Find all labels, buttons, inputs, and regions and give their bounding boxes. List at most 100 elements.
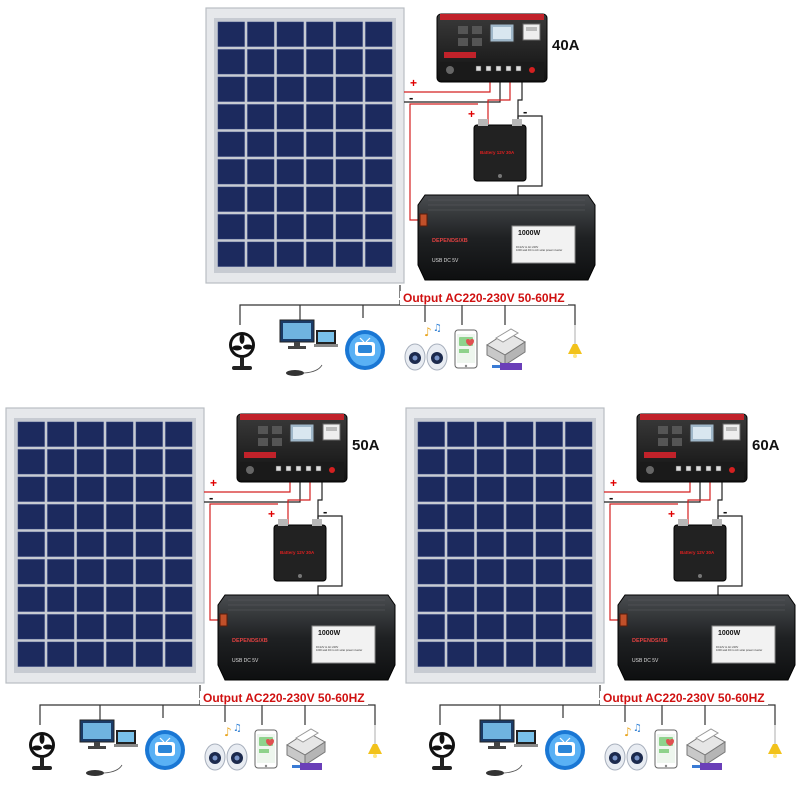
solar-cell xyxy=(335,186,363,212)
solar-cell xyxy=(47,559,75,585)
solar-cell xyxy=(17,559,45,585)
solar-cell xyxy=(135,476,163,502)
solar-cell xyxy=(417,504,445,530)
solar-cell xyxy=(247,131,275,157)
inverter-spec: DC12V to AC 220V 1000 watt DC to AC sola… xyxy=(316,646,362,652)
current-rating: 50A xyxy=(352,437,380,454)
solar-cell xyxy=(47,614,75,640)
solar-cell xyxy=(165,641,193,667)
solar-cell xyxy=(476,449,504,475)
solar-panel xyxy=(5,407,205,684)
solar-cell xyxy=(506,586,534,612)
solar-cell xyxy=(276,104,304,130)
battery-negative-label: - xyxy=(323,504,328,519)
solar-cell xyxy=(165,559,193,585)
svg-text:♫: ♫ xyxy=(633,723,642,734)
speaker-icon: ♪ ♫ xyxy=(204,723,248,771)
solar-cell xyxy=(535,476,563,502)
solar-cell xyxy=(506,476,534,502)
lamp-icon xyxy=(768,725,782,758)
inverter xyxy=(617,594,796,681)
solar-cell xyxy=(276,76,304,102)
solar-cell xyxy=(276,49,304,75)
solar-cell xyxy=(106,614,134,640)
tv-icon xyxy=(345,330,385,370)
solar-cell xyxy=(76,476,104,502)
inverter xyxy=(217,594,396,681)
solar-cell xyxy=(306,214,334,240)
solar-cell xyxy=(106,559,134,585)
solar-cell xyxy=(47,641,75,667)
inverter-brand: DEPENDS/XB xyxy=(632,638,668,644)
solar-cell xyxy=(476,476,504,502)
solar-cell xyxy=(217,186,245,212)
speaker-icon: ♪ ♫ xyxy=(604,723,648,771)
solar-cell xyxy=(447,476,475,502)
solar-cell xyxy=(165,504,193,530)
solar-cell xyxy=(165,531,193,557)
solar-cell xyxy=(535,559,563,585)
solar-cell xyxy=(365,104,393,130)
solar-cell xyxy=(506,641,534,667)
battery-positive-label: + xyxy=(268,507,276,521)
solar-cell xyxy=(217,21,245,47)
solar-cell xyxy=(447,449,475,475)
inverter-ports: USB DC 5V xyxy=(432,258,459,264)
solar-cell xyxy=(476,531,504,557)
inverter-spec: DC12V to AC 220V 1000 watt DC to AC sola… xyxy=(716,646,762,652)
panel-negative-label: - xyxy=(209,490,214,505)
inverter-spec: DC12V to AC 220V 1000 watt DC to AC sola… xyxy=(516,246,562,252)
solar-cell xyxy=(447,641,475,667)
solar-cell xyxy=(106,641,134,667)
computer-icon xyxy=(279,319,338,376)
solar-cell xyxy=(306,159,334,185)
battery-label: Battery 12V 30A xyxy=(280,550,315,555)
solar-cell xyxy=(276,131,304,157)
solar-cell xyxy=(135,421,163,447)
solar-cell xyxy=(447,531,475,557)
solar-cell xyxy=(535,421,563,447)
solar-cell xyxy=(106,531,134,557)
fan-icon xyxy=(429,732,455,770)
solar-cell xyxy=(306,186,334,212)
appliances: ♪ ♫ xyxy=(29,719,382,776)
solar-cell xyxy=(247,186,275,212)
printer-icon xyxy=(686,728,726,770)
inverter-power: 1000W xyxy=(518,230,541,237)
tv-icon xyxy=(145,730,185,770)
battery xyxy=(273,519,327,582)
solar-cell xyxy=(365,21,393,47)
solar-cell xyxy=(565,641,593,667)
computer-icon xyxy=(79,719,138,776)
solar-cell xyxy=(165,421,193,447)
battery-label: Battery 12V 30A xyxy=(680,550,715,555)
inverter-brand: DEPENDS/XB xyxy=(232,638,268,644)
solar-cell xyxy=(417,586,445,612)
solar-cell xyxy=(76,531,104,557)
speaker-icon: ♪ ♫ xyxy=(404,323,448,371)
inverter-brand: DEPENDS/XB xyxy=(432,238,468,244)
solar-cell xyxy=(447,421,475,447)
solar-cell xyxy=(17,614,45,640)
solar-cell xyxy=(247,21,275,47)
solar-cell xyxy=(217,104,245,130)
solar-cell xyxy=(135,531,163,557)
solar-cell xyxy=(476,614,504,640)
panel-positive-label: + xyxy=(410,76,418,90)
solar-cell xyxy=(476,421,504,447)
solar-cell xyxy=(535,504,563,530)
solar-cell xyxy=(135,559,163,585)
solar-cell xyxy=(417,614,445,640)
solar-kit-kit-40a: ♪ ♫ xyxy=(200,0,600,400)
solar-cell xyxy=(165,476,193,502)
solar-cell xyxy=(506,421,534,447)
solar-cell xyxy=(47,449,75,475)
solar-cell xyxy=(417,449,445,475)
solar-panel xyxy=(205,7,405,284)
svg-text:♫: ♫ xyxy=(233,723,242,734)
svg-text:♪: ♪ xyxy=(224,725,232,739)
solar-cell xyxy=(565,531,593,557)
solar-cell xyxy=(365,76,393,102)
current-rating: 60A xyxy=(752,437,780,454)
solar-cell xyxy=(535,641,563,667)
